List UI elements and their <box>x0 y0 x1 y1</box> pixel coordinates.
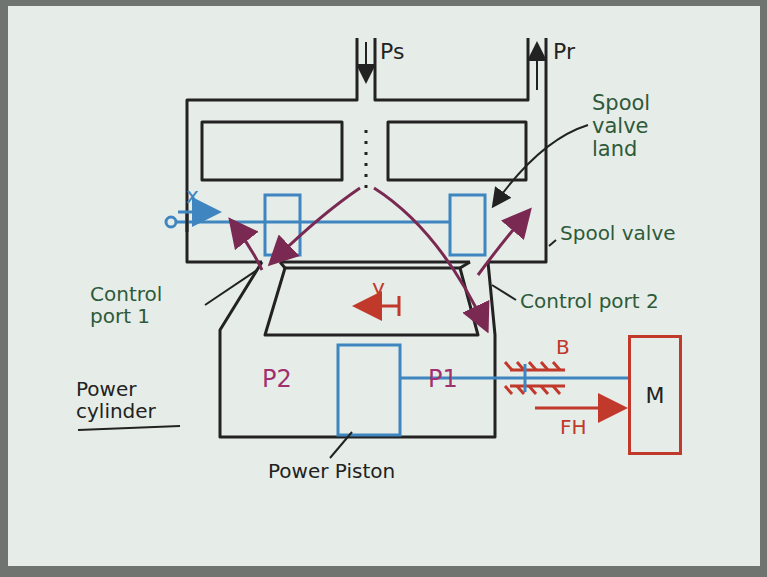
part-label: Control port 2 <box>520 290 659 312</box>
part-label: P1 <box>428 366 458 392</box>
part-label: Power Piston <box>268 460 395 482</box>
mass-label: M <box>646 383 665 408</box>
part-label: x <box>186 184 199 208</box>
part-label: Pr <box>553 40 575 64</box>
part-label: P2 <box>262 366 292 392</box>
mass-box: M <box>628 335 682 455</box>
part-label: B <box>556 336 570 358</box>
part-label: Power cylinder <box>76 378 181 422</box>
part-label: Control port 1 <box>90 283 200 327</box>
part-label: Spool valve land <box>592 92 687 161</box>
part-label: FH <box>560 416 587 438</box>
part-label: Spool valve <box>560 222 676 244</box>
part-label: Ps <box>380 40 404 64</box>
part-label: y <box>372 276 385 300</box>
